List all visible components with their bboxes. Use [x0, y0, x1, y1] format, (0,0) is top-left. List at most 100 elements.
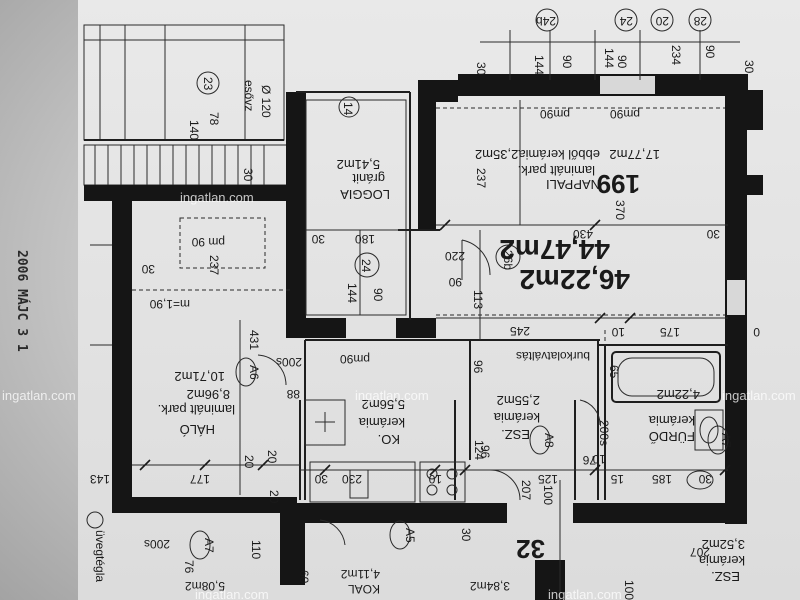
dimension-ticks: [139, 219, 731, 476]
door-swings: [257, 239, 601, 546]
marker-a5: A5: [403, 528, 417, 543]
dim-label: 65: [607, 365, 621, 379]
dim-label: 144: [532, 55, 546, 75]
marker-24b: 24b: [536, 14, 556, 28]
dim-label: 175: [660, 325, 680, 339]
dim-label: 200s: [144, 537, 170, 551]
watermark: ingatlan.com: [195, 587, 269, 600]
furdo-area: 4,22m2: [657, 387, 700, 402]
dim-label: 220: [445, 249, 465, 263]
dim-label: 180: [355, 232, 375, 246]
dim-label: 90: [371, 288, 385, 302]
exterior-walls: [84, 74, 763, 600]
marker-24-loggia: 24: [359, 259, 373, 273]
room-labels: 46,22m2 44,47m2 199 NAPPALI laminált par…: [158, 147, 745, 584]
watermark: ingatlan.com: [722, 388, 796, 403]
dim-label: 30: [311, 232, 325, 246]
date-stamp: 2006 MÁJC 3 1: [14, 250, 30, 352]
dim-label: 96: [471, 360, 485, 374]
dim-label: 88: [286, 387, 300, 401]
dim-label: 431: [247, 330, 261, 350]
esz-bottom-name: ESZ.: [711, 569, 740, 584]
nappali-extra: ebből kerámia2,35m2: [475, 147, 600, 162]
dim-label: 143: [90, 472, 110, 486]
dim-label: 20: [267, 490, 281, 504]
dim-label: 207: [519, 480, 533, 500]
bathtub: [611, 351, 721, 403]
ko-name: KO.: [378, 432, 400, 447]
dim-label: 30: [698, 472, 712, 486]
dim-label: 185: [652, 472, 672, 486]
dim-label: 430: [573, 227, 593, 241]
kitchen-island: [304, 399, 346, 446]
watermark: ingatlan.com: [355, 388, 429, 403]
nappali-floor: laminált park.: [518, 163, 595, 178]
dim-label: 20: [265, 450, 279, 464]
area-411-label: 4,11m2: [341, 567, 380, 581]
koal-label: KOAL: [348, 582, 380, 596]
dim-label: 237: [207, 255, 221, 275]
marker-26b: 26b: [501, 250, 515, 270]
marker-28: 28: [693, 14, 707, 28]
esz-name: ESZ.: [501, 427, 530, 442]
dim-label: 10: [592, 452, 606, 466]
esz-area: 2,55m2: [497, 393, 540, 408]
dashed-lines: [132, 107, 725, 345]
pm90-label-1: pm90: [540, 107, 570, 121]
kitchen-stove: [419, 461, 466, 503]
dim-label: 144: [602, 48, 616, 68]
dimension-labels: 144 90 30 144 90 234 90 30 140 78 30 237…: [90, 45, 760, 600]
dim-label: 0: [753, 325, 760, 339]
dim-label: 30: [241, 168, 255, 182]
misc-labels: burkolatváltás m=1,90 esővz Ø 120 üvegté…: [93, 80, 733, 596]
dim-label: 124: [472, 440, 486, 460]
marker-a6: A6: [247, 365, 261, 380]
dim-label: 90: [560, 55, 574, 69]
unit-number-bottom: 32: [516, 534, 545, 564]
marker-a8: A8: [542, 433, 556, 448]
ko-area: 5,56m2: [362, 397, 405, 412]
marker-a7b: A7: [202, 538, 216, 553]
dim-label: 113: [471, 290, 485, 309]
dim-label: 30: [141, 262, 155, 276]
dim-label: 30: [314, 472, 328, 486]
ko-floor: kerámia: [358, 415, 405, 430]
dim-label: 10: [611, 325, 625, 339]
halo-floor: laminált park.: [158, 402, 235, 417]
pm90-label-4: pm90: [610, 107, 640, 121]
dim-label: 207: [690, 545, 710, 559]
dim-label: 125: [538, 472, 558, 486]
area-508-label: 5,08m2: [185, 579, 225, 593]
dim-label: 30: [474, 62, 488, 76]
dim-label: 230: [342, 472, 362, 486]
dim-label: 100: [622, 580, 636, 600]
dim-label: 177: [190, 472, 210, 486]
uvegtegla-label: üvegtégla: [93, 530, 107, 582]
nappali-name: NAPPALI: [546, 177, 600, 192]
dim-label: 30: [742, 60, 756, 74]
toilet: [686, 470, 714, 490]
marker-14: 14: [341, 102, 355, 116]
dim-label: 30: [706, 227, 720, 241]
balcony-railing: [83, 24, 290, 186]
marker-20: 20: [655, 14, 669, 28]
interior-walls: [296, 91, 728, 500]
watermarks: ingatlan.com ingatlan.com ingatlan.com i…: [2, 190, 796, 600]
esz-floor: kerámia: [493, 410, 540, 425]
loggia-area: 5,41m2: [337, 157, 380, 172]
dim-label: 110: [249, 540, 263, 559]
nappali-area: 17,77m2: [609, 147, 660, 162]
dim-label: 90: [615, 55, 629, 69]
watermark: ingatlan.com: [180, 190, 254, 205]
dim-label: 140: [187, 120, 201, 140]
dim-label: 370: [613, 200, 627, 220]
circle-marker-labels: 24b 24 20 28 26b 24 23 14: [201, 14, 707, 273]
esz-bottom-floor: kerámia: [698, 553, 745, 568]
dim-label: 10: [428, 472, 442, 486]
washbasin: [694, 409, 724, 451]
loggia-name: LOGGIA: [340, 187, 390, 202]
marker-24-top: 24: [619, 14, 633, 28]
dim-label: 30: [459, 528, 473, 542]
dim-label: 200s: [276, 355, 302, 369]
